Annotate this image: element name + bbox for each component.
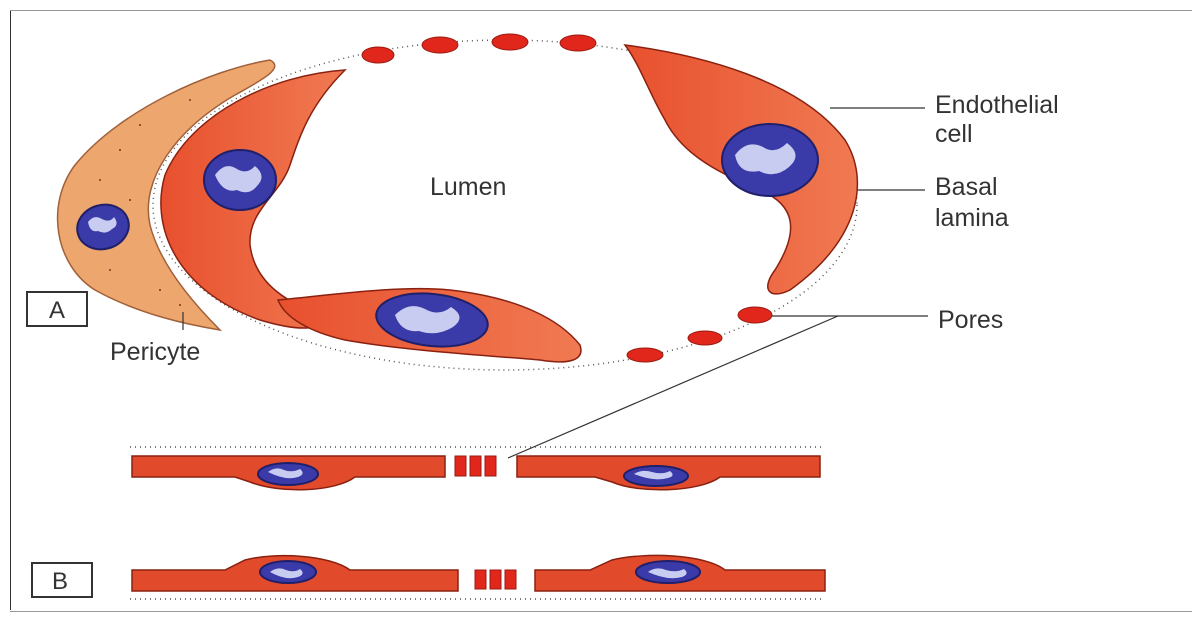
- endothelial-label-line2: cell: [935, 120, 973, 148]
- pores-top: [362, 34, 596, 63]
- endothelial-label-line1: Endothelial: [935, 91, 1059, 119]
- section1-pores: [455, 456, 496, 476]
- basal-lamina-label-line1: Basal: [935, 173, 998, 201]
- section1-nucleus-left: [258, 463, 318, 485]
- panel-a-label: A: [49, 297, 65, 324]
- basal-lamina-label-line2: lamina: [935, 204, 1009, 232]
- pericyte-label: Pericyte: [110, 338, 200, 366]
- endothelial-nucleus-right: [722, 124, 818, 196]
- section1-nucleus-right: [624, 466, 688, 486]
- section2-pores: [475, 570, 516, 589]
- panel-b-label: B: [52, 568, 68, 595]
- pores-label: Pores: [938, 306, 1003, 334]
- lumen-label: Lumen: [430, 173, 506, 201]
- section2-nucleus-right: [636, 561, 700, 583]
- section2-nucleus-left: [260, 561, 316, 583]
- endothelial-nucleus-left: [204, 150, 276, 210]
